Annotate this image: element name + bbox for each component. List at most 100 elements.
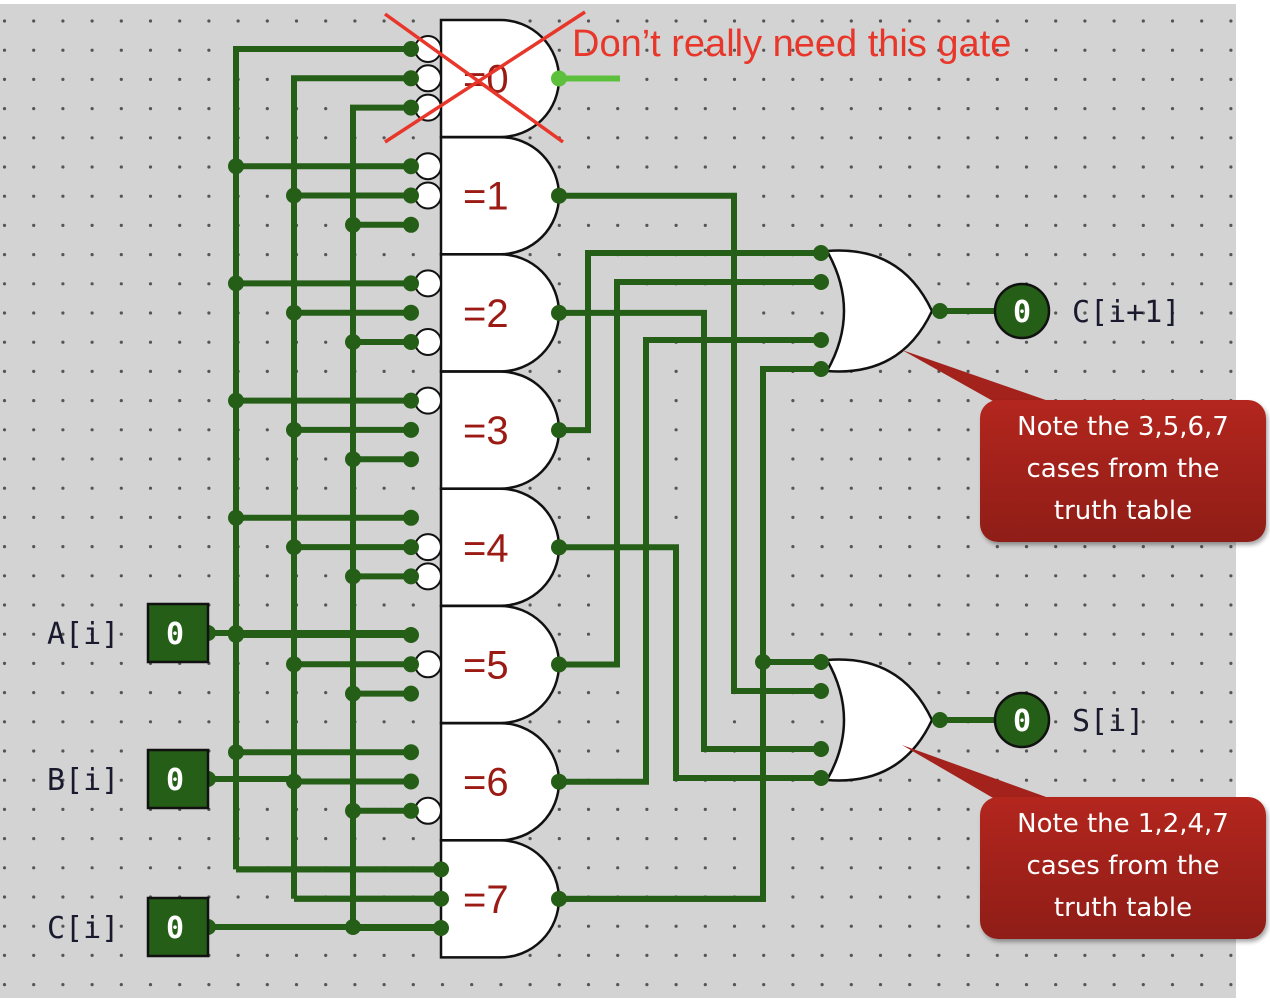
output-pin-value: 0 xyxy=(1013,295,1031,330)
input-dot xyxy=(403,627,419,643)
input-pin-value: 0 xyxy=(166,763,184,798)
output-dot xyxy=(551,70,567,87)
output-pin-sum: 0 S[i] xyxy=(993,691,1144,749)
input-pin-value: 0 xyxy=(166,911,184,946)
output-pin-value: 0 xyxy=(1013,704,1031,739)
input-pin-label: C[i] xyxy=(47,911,119,946)
and-gate-label: =4 xyxy=(463,526,509,570)
input-pin-label: A[i] xyxy=(47,617,119,652)
and-gate-label: =7 xyxy=(463,878,509,922)
gate-0-annotation: Don’t really need this gate xyxy=(572,23,1011,65)
input-dot xyxy=(403,392,419,409)
and-gate-label: =6 xyxy=(463,761,509,805)
junction-dot xyxy=(286,304,302,321)
junction-dot xyxy=(813,683,829,699)
and-gate-label: =5 xyxy=(463,644,509,688)
output-dot xyxy=(551,304,567,321)
callout-line: Note the 1,2,4,7 xyxy=(1017,809,1229,839)
cross-out-mark xyxy=(383,10,586,144)
and-gate-7: =7 xyxy=(439,839,561,959)
junction-dot xyxy=(813,654,829,670)
and-gate-6: =6 xyxy=(414,721,561,842)
input-dot xyxy=(403,451,419,468)
or-gates xyxy=(824,249,934,782)
wire xyxy=(350,104,411,928)
wire xyxy=(559,192,821,694)
output-pin-led xyxy=(993,282,1051,340)
input-dot xyxy=(403,187,419,204)
input-pin-A: 0 A[i] xyxy=(47,602,210,664)
input-dot xyxy=(433,920,449,936)
junction-dot xyxy=(345,919,361,935)
callout-line: cases from the xyxy=(1026,454,1220,484)
and-gate-0: =0 xyxy=(414,18,561,139)
and-gates: =0=1=2=3=4=5=6=7 xyxy=(414,18,561,959)
junction-dot xyxy=(813,245,829,261)
output-dot xyxy=(551,187,567,204)
callout-carry-note: Note the 3,5,6,7 cases from the truth ta… xyxy=(980,400,1266,542)
junction-dot xyxy=(345,334,361,350)
input-dot xyxy=(403,70,419,87)
junction-dot xyxy=(228,509,244,526)
junction-dot xyxy=(813,332,829,348)
input-dot xyxy=(403,41,419,57)
junction-dot xyxy=(932,712,948,728)
junction-dot xyxy=(932,303,948,319)
junction-dot xyxy=(228,744,244,761)
or-gate-carry xyxy=(824,249,934,373)
junction-dot xyxy=(345,451,361,468)
callout-line: cases from the xyxy=(1026,851,1220,881)
output-dot xyxy=(551,656,567,673)
input-dot xyxy=(403,744,419,761)
wire xyxy=(559,309,821,752)
wires xyxy=(208,46,1000,931)
input-pin-box xyxy=(146,896,210,958)
junctions xyxy=(200,41,948,936)
wire xyxy=(559,250,821,434)
junction-dot xyxy=(813,741,829,757)
junction-dot xyxy=(286,539,302,556)
or-gate-sum xyxy=(824,658,934,782)
junction-dot xyxy=(813,361,829,377)
junction-dot xyxy=(345,216,361,233)
input-dot xyxy=(403,568,419,585)
output-dot xyxy=(551,539,567,556)
input-dot xyxy=(403,773,419,790)
output-dot xyxy=(551,890,567,907)
output-pin-label: S[i] xyxy=(1072,704,1144,739)
input-pin-value: 0 xyxy=(166,617,184,652)
junction-dot xyxy=(228,392,244,409)
input-dot xyxy=(403,304,419,321)
wire xyxy=(291,75,411,899)
callout-line: truth table xyxy=(1053,496,1193,526)
and-gate-2: =2 xyxy=(414,253,561,373)
output-dot xyxy=(551,422,567,439)
or-gate-body xyxy=(824,658,934,782)
input-dot xyxy=(403,99,419,116)
input-pin-box xyxy=(146,602,210,664)
input-pin-box xyxy=(146,748,210,810)
callout-sum-note: Note the 1,2,4,7 cases from the truth ta… xyxy=(980,797,1266,939)
junction-dot xyxy=(286,773,302,790)
input-dot xyxy=(403,509,419,526)
input-pin-B: 0B[i] xyxy=(47,748,210,810)
junction-dot xyxy=(286,656,302,673)
callout-line: Note the 3,5,6,7 xyxy=(1017,412,1229,442)
callout-tail xyxy=(902,745,1060,802)
junction-dot xyxy=(228,158,244,175)
junction-dot xyxy=(345,568,361,585)
and-gate-label: =1 xyxy=(463,175,509,219)
junction-dot xyxy=(345,802,361,819)
junction-dot xyxy=(228,627,244,643)
callout-tail xyxy=(902,350,1060,405)
input-dot xyxy=(403,802,419,819)
input-dot xyxy=(403,421,419,438)
output-pin-label: C[i+1] xyxy=(1072,295,1180,330)
and-gate-1: =1 xyxy=(414,135,561,256)
wire xyxy=(559,279,821,668)
and-gate-label: =2 xyxy=(463,292,509,336)
and-gate-4: =4 xyxy=(414,487,561,608)
junction-dot xyxy=(286,421,302,438)
